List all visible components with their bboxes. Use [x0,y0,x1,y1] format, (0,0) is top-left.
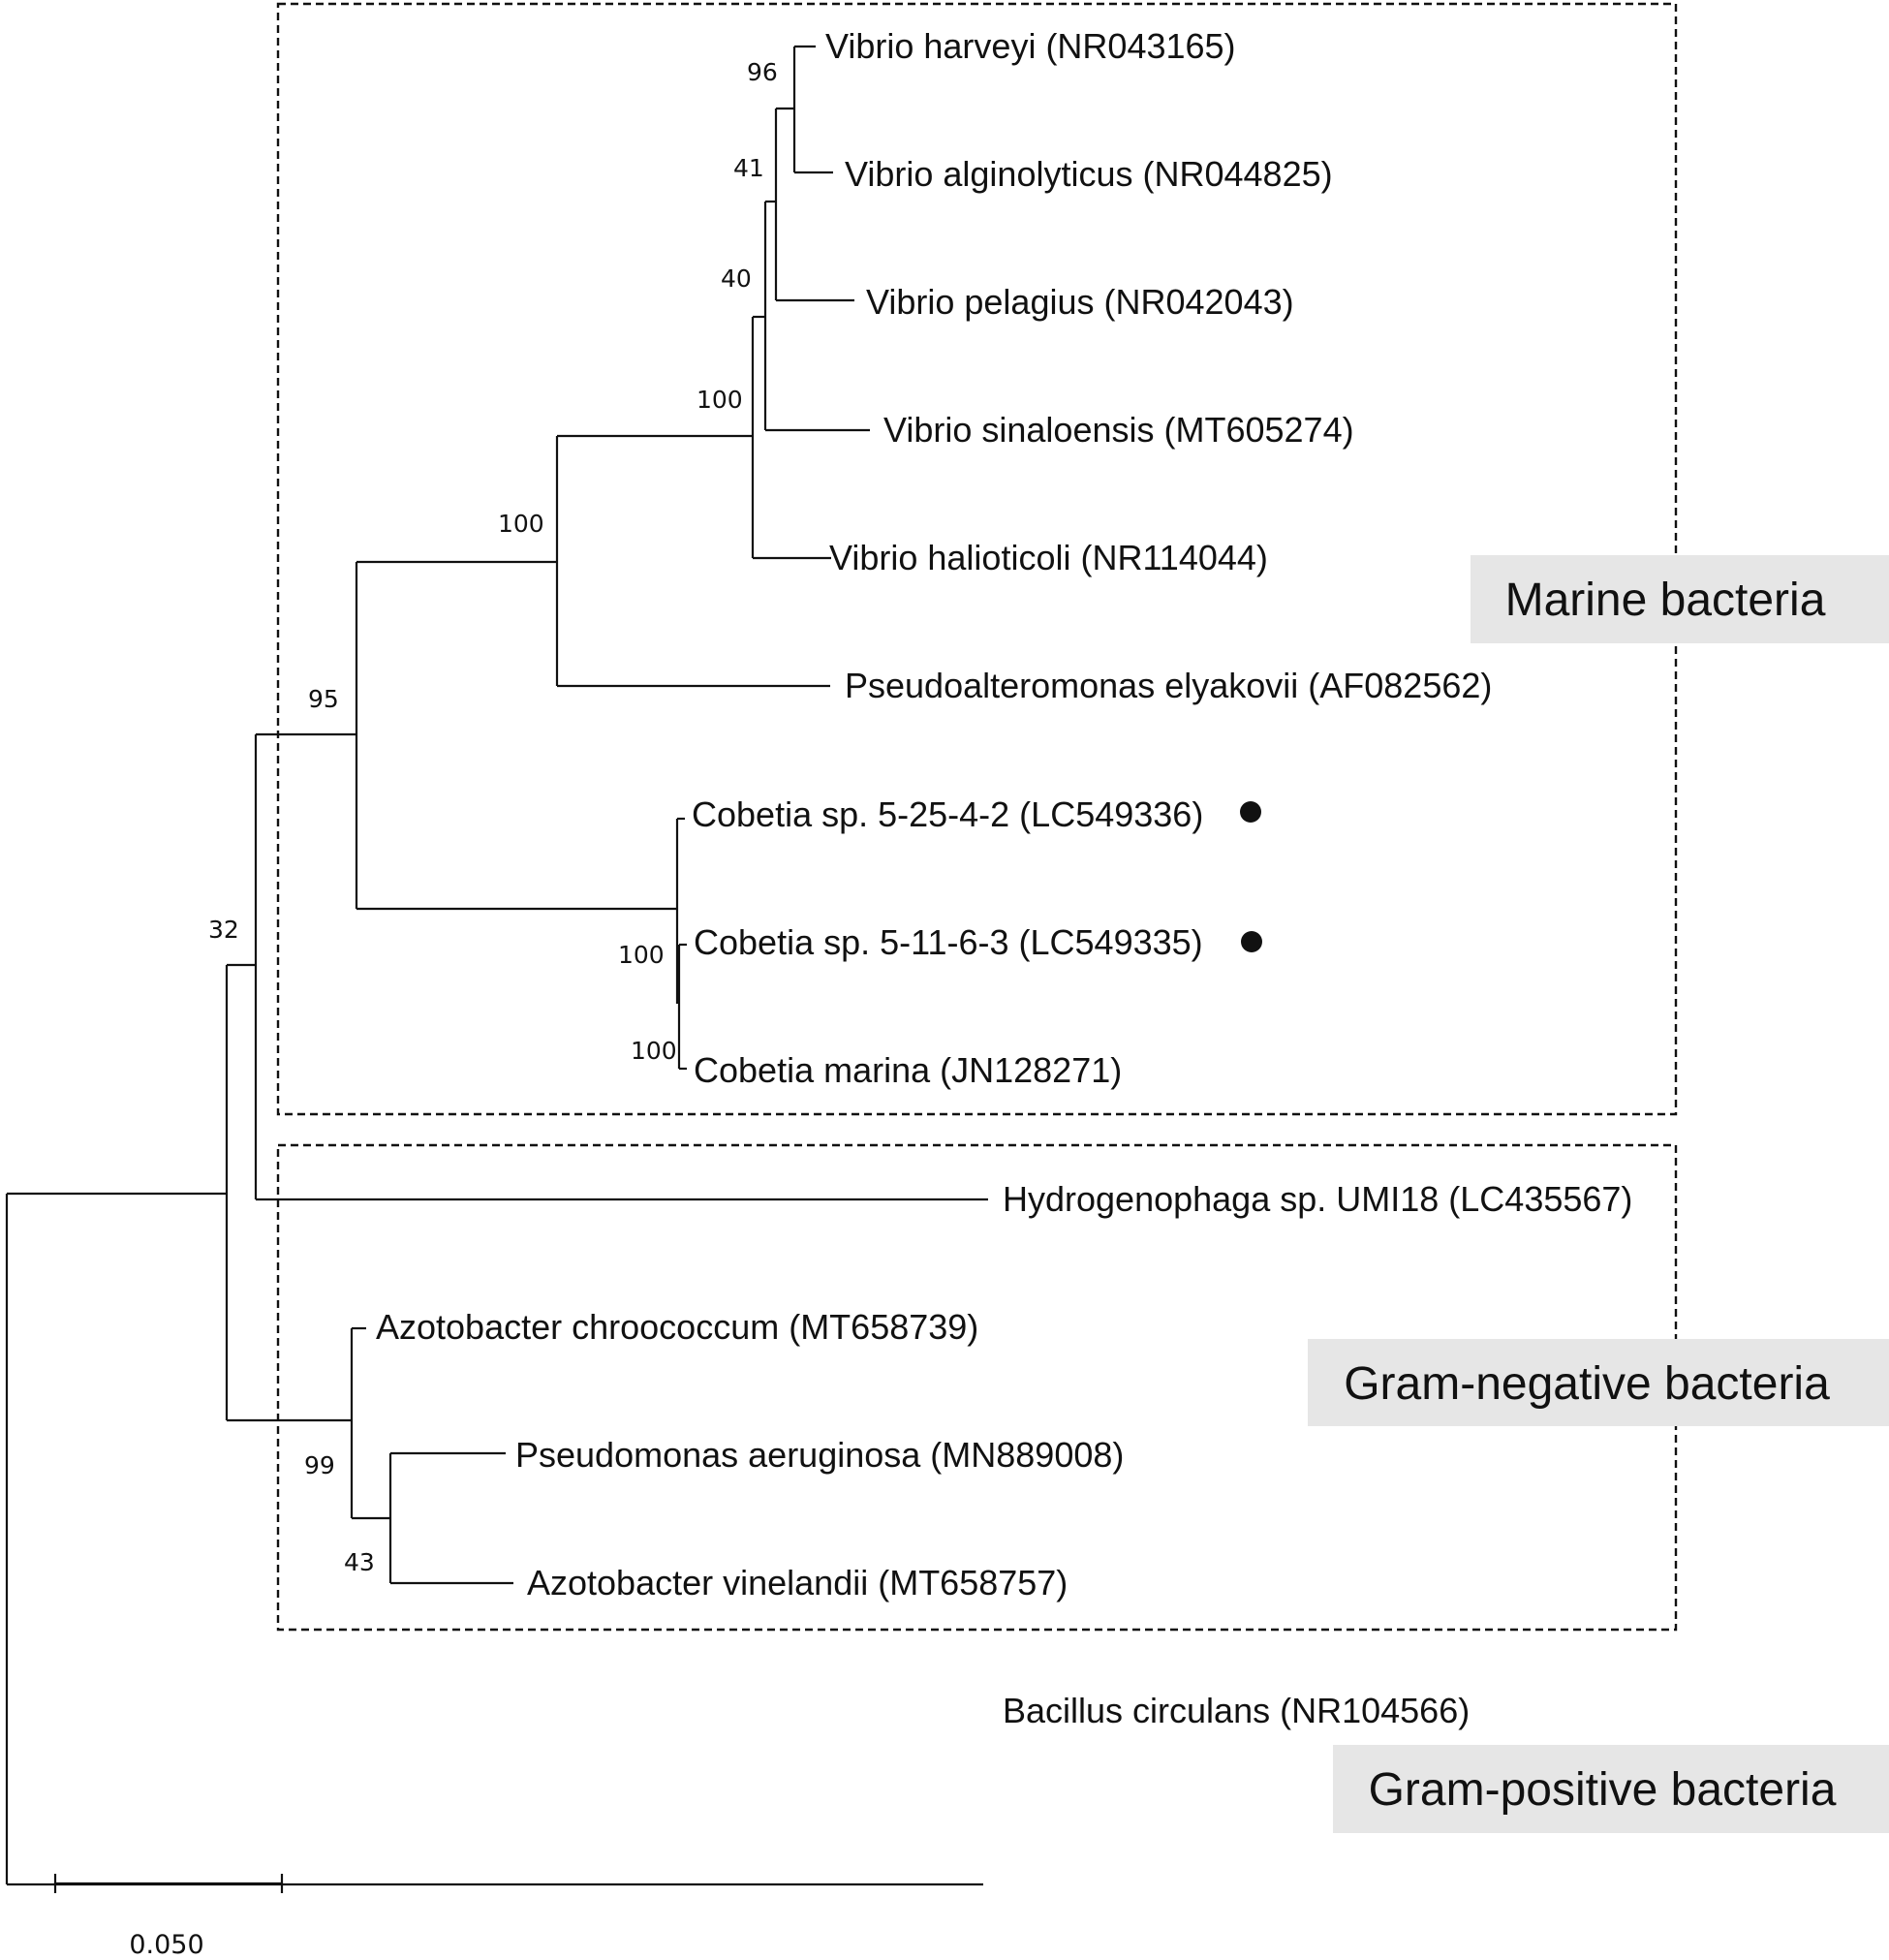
taxon-label: Vibrio sinaloensis (MT605274) [883,410,1354,450]
bootstrap-value: 40 [721,264,752,293]
scale-bar: 0.050 [53,1874,284,1960]
gram-negative-label-background [1308,1339,1889,1426]
taxon-label: Vibrio alginolyticus (NR044825) [845,154,1333,194]
taxon-label: Azotobacter vinelandii (MT658757) [527,1563,1068,1602]
marine-bacteria-label: Marine bacteria [1505,575,1826,626]
bootstrap-value: 41 [733,154,764,182]
gram-positive-label-background [1333,1745,1889,1833]
bootstrap-value: 99 [304,1451,335,1479]
gram-negative-label: Gram-negative bacteria [1344,1358,1830,1410]
taxon-label: Cobetia marina (JN128271) [694,1050,1122,1090]
taxon-label: Cobetia sp. 5-25-4-2 (LC549336) [692,794,1203,834]
bootstrap-value: 100 [631,1037,677,1065]
isolate-marker-dot [1241,931,1262,952]
taxon-label: Azotobacter chroococcum (MT658739) [376,1307,978,1347]
taxon-label: Pseudomonas aeruginosa (MN889008) [515,1435,1124,1475]
taxon-label: Cobetia sp. 5-11-6-3 (LC549335) [694,922,1203,962]
taxon-label: Hydrogenophaga sp. UMI18 (LC435567) [1003,1179,1632,1219]
bootstrap-value: 100 [618,941,665,969]
marine-label-background [1471,555,1889,643]
gram-positive-label: Gram-positive bacteria [1369,1764,1837,1816]
bootstrap-value: 95 [308,685,339,713]
bootstrap-value: 43 [344,1548,375,1576]
scale-bar-label: 0.050 [129,1930,203,1960]
tree-branches [5,45,988,1886]
bootstrap-value: 100 [498,510,544,538]
isolate-marker-dot [1240,801,1261,823]
taxon-label: Vibrio harveyi (NR043165) [825,26,1236,66]
taxon-label: Vibrio pelagius (NR042043) [866,282,1294,322]
bootstrap-value: 100 [697,386,743,414]
taxon-label: Vibrio halioticoli (NR114044) [829,538,1268,577]
bootstrap-value: 96 [747,58,778,86]
taxon-label: Bacillus circulans (NR104566) [1003,1691,1470,1730]
taxon-label: Pseudoalteromonas elyakovii (AF082562) [845,666,1492,705]
bootstrap-value: 32 [208,916,239,944]
